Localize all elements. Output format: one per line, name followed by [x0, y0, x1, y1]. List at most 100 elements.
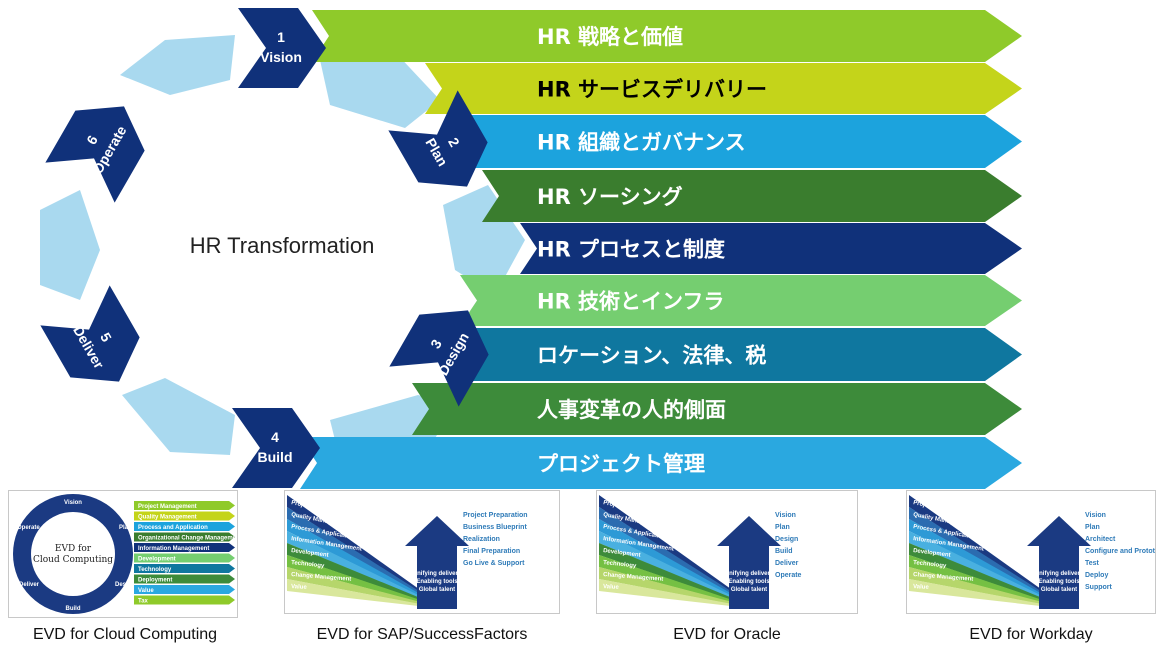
- up-arrow: [717, 516, 781, 609]
- center-title: HR Transformation: [190, 233, 375, 258]
- thumbnail-list-label: Project Management: [138, 504, 197, 510]
- thumbnail-center-line-2: Cloud Computing: [33, 555, 113, 565]
- core-text: Global talent: [1041, 587, 1077, 593]
- fan-band: [909, 543, 1069, 609]
- thumbnail-center-line-1: EVD for: [55, 544, 92, 554]
- thumbnail-caption: EVD for Oracle: [673, 626, 781, 643]
- thumbnail-cloud-diagram: EVD for Cloud Computing Vision Build Pla…: [13, 494, 237, 614]
- phase-chevron: [389, 310, 489, 407]
- fan-label: Value: [291, 584, 308, 591]
- band-label: HR 組織とガバナンス: [537, 131, 746, 155]
- thumbnail-ring-label: Build: [66, 606, 81, 612]
- phase-list-item: Plan: [1085, 524, 1100, 531]
- phase-list-item: Vision: [775, 512, 796, 519]
- thumbnail-list-bar: [134, 553, 235, 563]
- fan-band: [909, 519, 1069, 609]
- phase-number: 4: [271, 429, 279, 445]
- fan-band: [909, 531, 1069, 609]
- cycle-segment-operate-vision: [120, 35, 235, 95]
- core-text: Global talent: [419, 587, 455, 593]
- phase-list-item: Support: [1085, 584, 1112, 591]
- band-label: HR ソーシング: [537, 185, 683, 209]
- thumbnail-ring-label: Vision: [64, 500, 82, 506]
- fan-band: [287, 507, 447, 609]
- fan-band: [287, 579, 447, 609]
- fan-band: [599, 567, 759, 609]
- thumbnail-list-label: Organizational Change Management: [138, 535, 237, 541]
- fan-band: [287, 495, 447, 609]
- thumbnail-list-bar: [134, 511, 235, 521]
- fan-label: Change Management: [913, 572, 974, 583]
- thumbnail-list-label: Information Management: [138, 546, 209, 552]
- thumbnail-list-label: Development: [138, 556, 176, 562]
- fan-band: [909, 555, 1069, 609]
- cycle-segment-build-deliver: [122, 378, 235, 455]
- phase-list-item: Realization: [463, 536, 500, 543]
- fan-band: [599, 555, 759, 609]
- band-arrow: [300, 437, 1022, 489]
- thumbnail-list-label: Technology: [138, 567, 172, 573]
- fan-band: [287, 555, 447, 609]
- phase-list-item: Plan: [775, 524, 790, 531]
- band-label: 人事変革の人的側面: [537, 398, 726, 422]
- fan-band: [599, 519, 759, 609]
- band-label: プロジェクト管理: [537, 452, 705, 476]
- phase-chevron: [232, 408, 320, 488]
- phase-list-item: Go Live & Support: [463, 560, 525, 567]
- thumbnail-list-label: Deployment: [138, 577, 172, 583]
- fan-label: Development: [913, 548, 951, 559]
- thumbnail-list-label: Quality Management: [138, 514, 197, 520]
- phase-chevron: [238, 8, 326, 88]
- cycle-segment-vision-plan: [320, 52, 440, 128]
- phase-chevron: [40, 285, 140, 382]
- thumbnail-ring-inner: [31, 512, 115, 596]
- thumbnail-ring-label: Deliver: [19, 582, 40, 588]
- thumbnail-list-bar: [134, 532, 235, 542]
- thumbnail-caption: EVD for SAP/SuccessFactors: [316, 626, 528, 643]
- thumbnail-ring-label: Operate: [17, 525, 40, 531]
- phase-list-item: Project Preparation: [463, 512, 528, 519]
- band-label: HR プロセスと制度: [537, 238, 725, 262]
- thumbnail-list-bar: [134, 595, 235, 605]
- band-label: HR サービスデリバリー: [537, 78, 767, 102]
- band-arrow: [482, 170, 1022, 222]
- fan-label: Change Management: [603, 572, 664, 583]
- band-label: HR 技術とインフラ: [537, 290, 724, 314]
- thumbnail-cloud-computing: EVD for Cloud Computing Vision Build Pla…: [8, 490, 238, 618]
- core-text: Enabling tools: [1038, 579, 1080, 585]
- fan-band: [909, 507, 1069, 609]
- phase-list-item: Operate: [775, 572, 802, 579]
- fan-band: [909, 495, 1069, 609]
- band-label: HR 戦略と価値: [537, 25, 683, 49]
- band-arrow: [470, 115, 1022, 168]
- thumbnail-list-bar: [134, 522, 235, 531]
- fan-label: Technology: [913, 560, 947, 569]
- phase-list-item: Test: [1085, 560, 1100, 567]
- core-text: Unifying delivery: [413, 571, 462, 577]
- phase-name: Vision: [260, 49, 302, 65]
- phase-list-item: Business Blueprint: [463, 524, 527, 531]
- thumbnail-list-bar: [134, 543, 235, 552]
- cycle-segment-deliver-operate: [40, 190, 100, 300]
- fan-label: Technology: [291, 560, 325, 569]
- core-text: Enabling tools: [728, 579, 770, 585]
- thumbnail-ring-label: Design: [115, 582, 135, 588]
- phase-list-item: Deliver: [775, 560, 799, 567]
- fan-band: [287, 567, 447, 609]
- thumbnail-list-bar: [134, 564, 235, 573]
- fan-label: Change Management: [291, 572, 352, 583]
- thumbnail-list-bar: [134, 501, 235, 510]
- band-arrow: [520, 223, 1022, 274]
- thumbnail-ring-label: Plan: [119, 525, 132, 531]
- fan-label: Value: [913, 584, 930, 591]
- capability-bands: HR 戦略と価値 HR サービスデリバリー HR 組織とガバナンス HR ソーシング H…: [300, 10, 1022, 489]
